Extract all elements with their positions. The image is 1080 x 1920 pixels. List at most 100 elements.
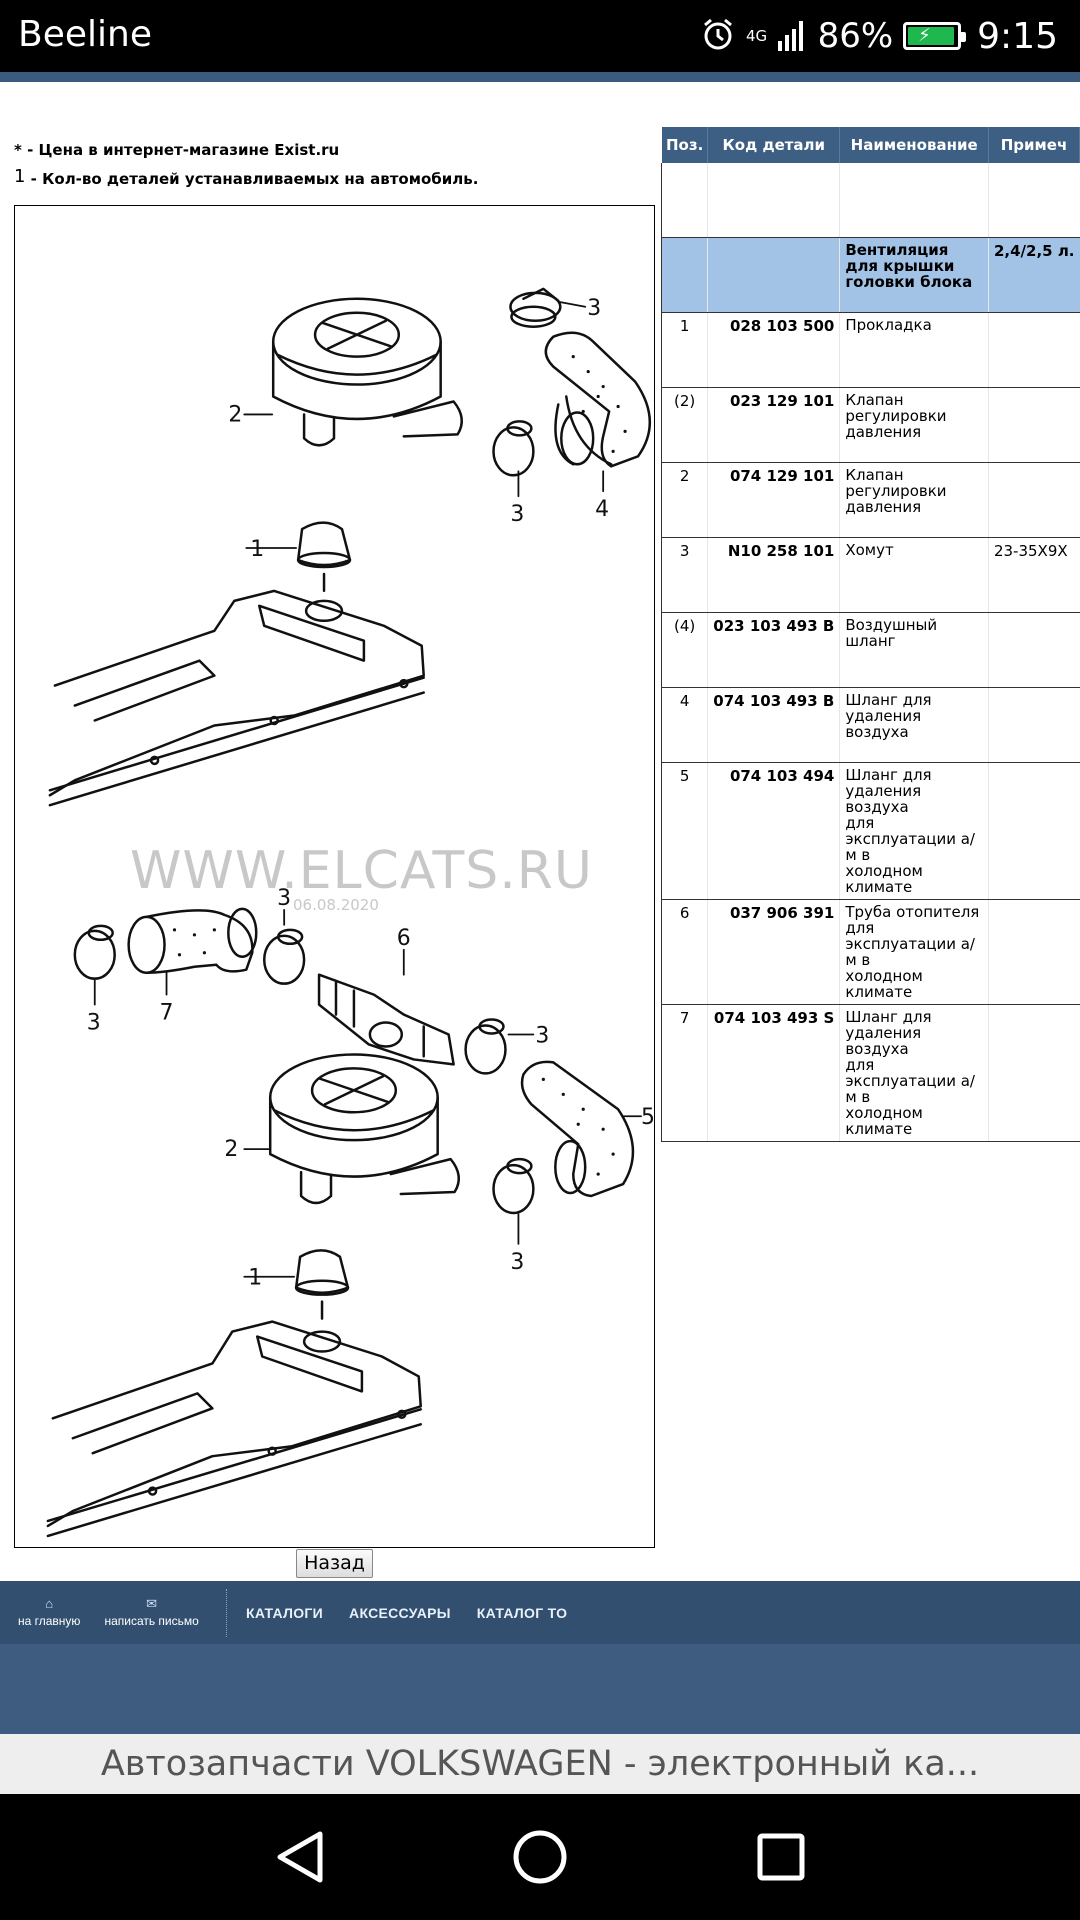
clock: 9:15 <box>977 15 1058 57</box>
table-header-row: Поз. Код детали Наименование Примеч <box>660 127 1080 163</box>
nav-mail-link[interactable]: ✉ написать письмо <box>104 1596 199 1629</box>
row-pos: 7 <box>660 1004 708 1142</box>
home-icon: ⌂ <box>45 1596 54 1611</box>
row-pos: (2) <box>660 387 708 463</box>
header-code[interactable]: Код детали <box>707 127 841 163</box>
heater-pipe-6 <box>317 973 455 1066</box>
callout-3-left: 3 <box>87 1011 101 1036</box>
callout-3-lower: 3 <box>510 1250 524 1275</box>
row-note <box>987 899 1080 1005</box>
upper-gasket-1 <box>296 521 352 593</box>
lower-clamp-right <box>464 1018 507 1075</box>
parts-diagram[interactable]: 2 3 3 4 1 3 7 3 6 3 5 2 1 3 WWW.ELCATS.R… <box>14 205 655 1548</box>
battery-percent: 86% <box>817 16 894 56</box>
row-note <box>987 312 1080 388</box>
watermark: WWW.ELCATS.RU <box>130 841 593 901</box>
upper-valve-housing <box>271 297 463 447</box>
row-pos: 4 <box>660 687 708 763</box>
row-name: Прокладка <box>839 312 989 388</box>
header-name[interactable]: Наименование <box>839 127 989 163</box>
site-footer <box>0 1644 1080 1734</box>
clamp-top <box>509 287 562 328</box>
callout-4: 4 <box>595 497 609 522</box>
row-name-line: Шланг для удаления <box>845 1007 932 1042</box>
row-name-line: давления <box>845 497 922 516</box>
row-name-line: холодном климате <box>845 966 923 1001</box>
callout-1-upper: 1 <box>250 537 264 562</box>
row-pos: 6 <box>660 899 708 1005</box>
row-code: 023 129 101 <box>707 387 840 463</box>
callout-3-right: 3 <box>535 1023 549 1048</box>
header-note[interactable]: Примеч <box>987 127 1080 163</box>
row-note <box>987 687 1080 763</box>
lower-head-cover <box>46 1320 422 1538</box>
callout-3-upper: 3 <box>510 502 524 527</box>
row-pos: 3 <box>660 537 708 613</box>
hose-7 <box>127 907 258 974</box>
row-name-line: воздуха <box>845 722 909 741</box>
upper-head-cover <box>48 589 425 807</box>
row-pos: (4) <box>660 612 708 688</box>
status-bar: Beeline 4G 86% ⚡ 9:15 <box>0 0 1080 72</box>
row-note: 23-35X9X <box>987 537 1080 613</box>
mail-icon: ✉ <box>146 1596 158 1611</box>
status-icons: 4G 86% ⚡ 9:15 <box>700 10 1058 62</box>
row-code: 074 103 494 <box>707 762 840 900</box>
signal-icon <box>777 17 808 55</box>
price-note: * - Цена в интернет-магазине Exist.ru <box>14 141 340 159</box>
lower-clamp-mid <box>262 928 306 985</box>
nav-link-maintenance[interactable]: КАТАЛОГ ТО <box>476 1604 568 1621</box>
row-code: 037 906 391 <box>707 899 840 1005</box>
callout-2-lower: 2 <box>224 1137 238 1162</box>
nav-home-link[interactable]: ⌂ на главную <box>18 1596 81 1629</box>
row-pos: 1 <box>660 312 708 388</box>
header-pos[interactable]: Поз. <box>660 127 709 163</box>
watermark-date: 06.08.2020 <box>293 896 379 914</box>
row-code: 074 129 101 <box>707 462 840 538</box>
row-name-line: давления <box>845 422 922 441</box>
alarm-icon <box>700 16 736 56</box>
row-pos: 2 <box>660 462 708 538</box>
nav-link-catalogs[interactable]: КАТАЛОГИ <box>246 1604 324 1621</box>
recents-square-icon[interactable] <box>757 1833 805 1881</box>
row-name-line: Клапан регулировки <box>845 465 947 500</box>
browser-page-title: Автозапчасти VOLKSWAGEN - электронный ка… <box>0 1734 1080 1794</box>
battery-icon: ⚡ <box>903 22 967 50</box>
callout-3-mid: 3 <box>277 886 291 911</box>
row-code: N10 258 101 <box>707 537 840 613</box>
row-name-line: Шланг для удаления <box>845 765 932 800</box>
network-type: 4G <box>745 27 768 45</box>
clamp-mid-upper <box>492 420 535 477</box>
callout-1-lower: 1 <box>248 1266 262 1291</box>
hose-5 <box>520 1060 635 1198</box>
quantity-marker: 1 <box>14 166 26 187</box>
table-row-empty <box>660 163 1080 238</box>
back-triangle-icon[interactable] <box>277 1831 323 1883</box>
row-name-line: Воздушный шланг <box>845 615 938 650</box>
row-name-line: Труба отопителя <box>845 902 980 921</box>
row-name: Воздушный шланг <box>839 612 989 688</box>
home-circle-icon[interactable] <box>513 1830 567 1884</box>
table-row-group: Вентиляция для крышки головки блока 2,4/… <box>660 237 1080 313</box>
nav-divider <box>226 1589 227 1637</box>
row-name-line: воздуха <box>845 797 909 816</box>
row-name-line: Хомут <box>845 540 894 559</box>
callout-7: 7 <box>160 1001 174 1026</box>
row-name-line: холодном климате <box>845 1103 923 1138</box>
nav-link-accessories[interactable]: АКСЕССУАРЫ <box>349 1604 451 1621</box>
back-button[interactable]: Назад <box>296 1549 373 1578</box>
